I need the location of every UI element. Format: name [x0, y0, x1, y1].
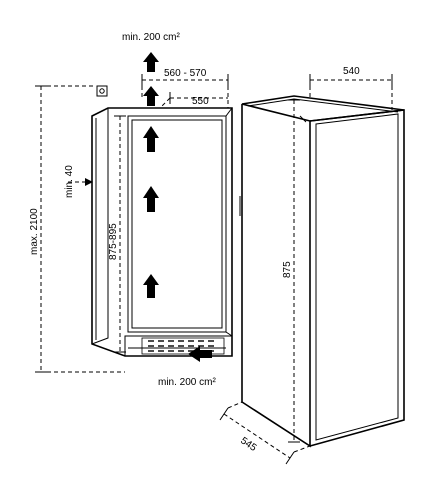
- airflow-arrow-4: [143, 86, 159, 106]
- dim-appliance-width: [309, 74, 393, 110]
- ventilation-grille: [141, 337, 225, 355]
- airflow-arrows: [143, 52, 212, 362]
- dim-appliance-height: [288, 99, 300, 443]
- dim-niche-depth: [161, 92, 228, 107]
- airflow-arrow-3: [143, 126, 159, 152]
- dim-max-height: [35, 85, 125, 373]
- niche-cabinet: [91, 107, 233, 357]
- socket-icon: [96, 85, 108, 97]
- label-side-gap: min. 40: [64, 165, 75, 198]
- label-appliance-depth: 545: [238, 435, 258, 454]
- appliance: [239, 95, 405, 448]
- airflow-arrow-1: [143, 274, 159, 298]
- label-max-height: max. 2100: [29, 208, 40, 255]
- label-niche-depth: 550: [192, 96, 209, 107]
- label-vent-bottom: min. 200 cm²: [158, 377, 216, 388]
- label-niche-width: 560 - 570: [164, 68, 207, 79]
- airflow-arrow-top: [143, 52, 159, 72]
- label-appliance-height: 875: [282, 261, 293, 278]
- dim-niche-width: [141, 74, 229, 108]
- airflow-arrow-inlet: [188, 346, 212, 362]
- dim-appliance-depth: [219, 401, 311, 465]
- label-vent-top: min. 200 cm²: [122, 32, 180, 43]
- label-appliance-width: 540: [343, 66, 360, 77]
- dim-niche-height: [114, 115, 126, 353]
- label-niche-height: 875-895: [108, 223, 119, 260]
- airflow-arrow-2: [143, 186, 159, 212]
